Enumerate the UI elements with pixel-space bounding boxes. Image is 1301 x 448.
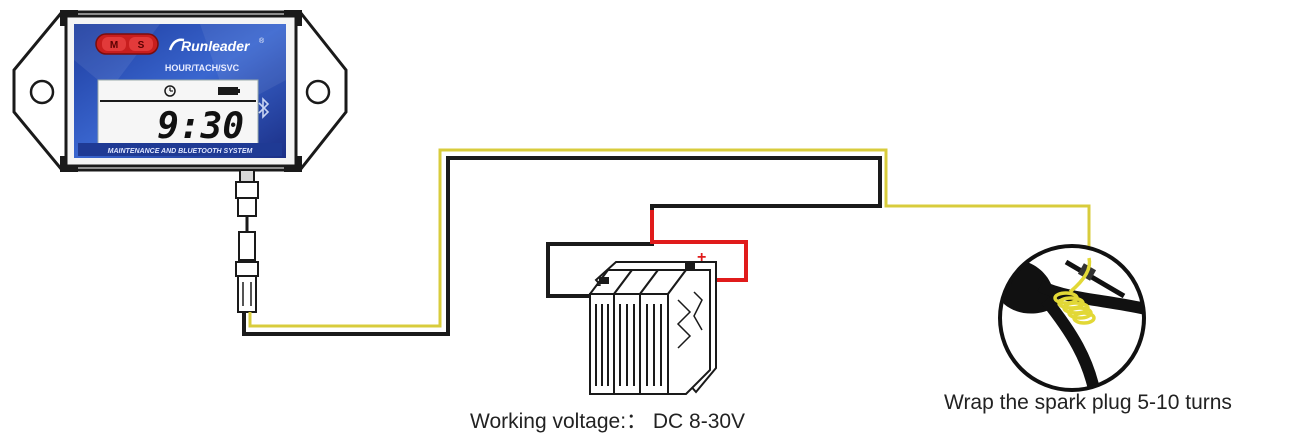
spark-plug-caption: Wrap the spark plug 5-10 turns xyxy=(944,391,1232,414)
battery-positive-sign: + xyxy=(697,249,706,266)
red-positive-wire xyxy=(650,210,748,282)
yellow-signal-wire xyxy=(248,148,1091,328)
s-button-label: S xyxy=(138,40,145,51)
lcd-readout: 9:30 xyxy=(157,106,244,147)
battery-negative-sign: - xyxy=(596,276,601,293)
black-ground-wire xyxy=(242,156,882,336)
footer-label: MAINTENANCE AND BLUETOOTH SYSTEM xyxy=(108,148,253,155)
m-button-label: M xyxy=(110,40,118,51)
m-button xyxy=(102,37,126,51)
wire-connector xyxy=(235,169,259,313)
brand-name: Runleader xyxy=(181,38,251,54)
spark-plug-inset xyxy=(998,244,1146,392)
battery-ribs xyxy=(595,263,703,386)
battery-level-icon xyxy=(218,87,238,95)
function-label: HOUR/TACH/SVC xyxy=(165,63,240,73)
hour-meter-device xyxy=(12,10,348,172)
clock-icon xyxy=(164,85,176,97)
bluetooth-icon xyxy=(258,97,270,119)
working-voltage-caption: Working voltage:： DC 8-30V xyxy=(470,410,746,433)
brand-swoosh-icon xyxy=(168,38,185,51)
s-button xyxy=(129,37,153,51)
trademark-symbol: ® xyxy=(259,37,265,45)
mounting-hole-right xyxy=(305,79,331,105)
mounting-hole-left xyxy=(29,79,55,105)
